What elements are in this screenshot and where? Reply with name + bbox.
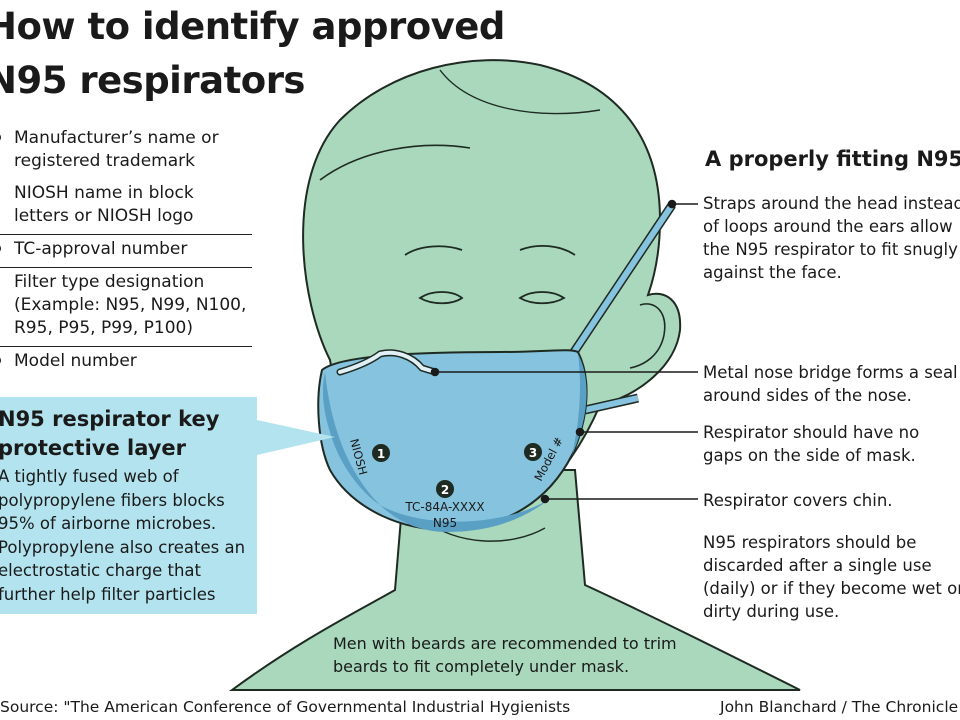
- checklist-item-text: Model number: [14, 351, 137, 371]
- marker-3-circle: [524, 443, 542, 461]
- shoulders: [228, 469, 801, 691]
- note-chin: Respirator covers chin.: [703, 491, 893, 510]
- mask-filter-text: N95: [433, 516, 457, 530]
- mask-edge-bottom: [380, 500, 548, 532]
- title-line-2: N95 respirators: [0, 59, 305, 102]
- marker-1-label: 1: [377, 447, 385, 461]
- key-layer-body: A tightly fused web of polypropylene fib…: [0, 467, 246, 604]
- nose-bridge-inner: [338, 350, 437, 374]
- note-no-gaps: Respirator should have no gaps on the si…: [703, 423, 920, 465]
- checklist-item: TC-approval number: [0, 235, 252, 268]
- keybox-pointer: [257, 420, 335, 455]
- right-brow: [519, 244, 576, 256]
- left-eye: [418, 291, 464, 305]
- bullet-icon: [0, 133, 1, 142]
- marker-2-label: 2: [441, 483, 449, 497]
- ear-detail: [629, 303, 666, 369]
- mask-edge-left: [322, 372, 380, 505]
- checklist-item-text: TC-approval number: [14, 239, 188, 259]
- mask-edge-right: [572, 354, 587, 455]
- checklist-item: Model number: [0, 347, 252, 379]
- lower-strap-fill: [584, 395, 639, 413]
- hair-line-2: [439, 69, 601, 115]
- fit-section-title: A properly fitting N95: [705, 147, 960, 171]
- marker-1-circle: [372, 444, 390, 462]
- source-line: Source: "The American Conference of Gove…: [0, 698, 571, 716]
- mask-body: [317, 349, 588, 532]
- marker-2-circle: [436, 480, 454, 498]
- checklist-item: Filter type designation (Example: N95, N…: [0, 268, 252, 347]
- bullet-icon: [0, 244, 1, 253]
- key-layer-title: N95 respirator key protective layer: [0, 407, 220, 460]
- leader-lines: [430, 199, 698, 504]
- title-line-1: How to identify approved: [0, 5, 505, 48]
- bullet-icon: [0, 356, 1, 365]
- left-brow: [404, 245, 463, 256]
- marker-3-label: 3: [529, 446, 537, 460]
- credit-line: John Blanchard / The Chronicle: [720, 698, 959, 716]
- checklist-item: Manufacturer’s name or registered tradem…: [0, 124, 252, 179]
- mask-tc-text: TC-84A-XXXX: [404, 500, 484, 514]
- key-layer-box: N95 respirator key protective layer A ti…: [0, 397, 257, 614]
- checklist-item-text: Manufacturer’s name or registered tradem…: [14, 128, 219, 171]
- checklist-item-text: NIOSH name in block letters or NIOSH log…: [14, 183, 194, 226]
- note-discard: N95 respirators should be discarded afte…: [703, 533, 960, 621]
- beard-note: Men with beards are recommended to trim …: [333, 634, 677, 676]
- hair-line: [319, 144, 471, 181]
- note-straps: Straps around the head instead of loops …: [703, 194, 960, 282]
- checklist-item: NIOSH name in block letters or NIOSH log…: [0, 179, 252, 235]
- right-eye: [518, 291, 566, 305]
- page-title: How to identify approved N95 respirators: [0, 0, 586, 108]
- upper-strap-fill: [569, 203, 675, 357]
- identification-checklist: Manufacturer’s name or registered tradem…: [0, 124, 252, 379]
- checklist-item-text: Filter type designation (Example: N95, N…: [14, 272, 247, 338]
- note-nose-bridge: Metal nose bridge forms a seal around si…: [703, 363, 958, 405]
